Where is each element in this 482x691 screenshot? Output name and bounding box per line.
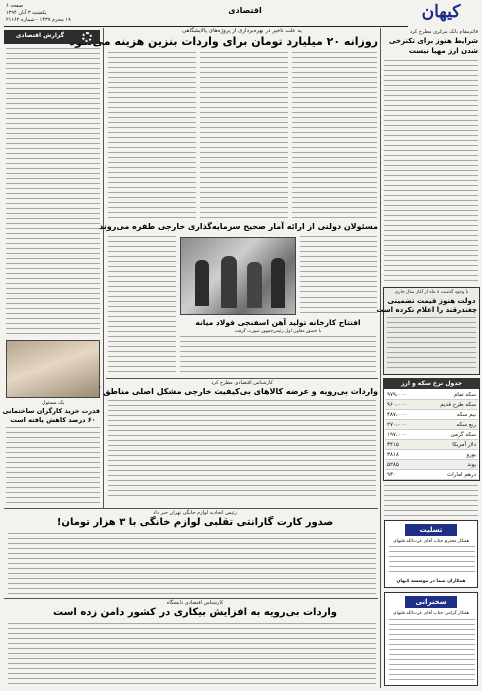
condolence-notice: تسلیت همکار محترم جناب آقای عزت‌الله قلی… xyxy=(384,520,478,588)
factory-opening-headline: افتتاح کارخانه تولید آهن اسفنجی فولاد می… xyxy=(195,318,361,327)
mid-rule-2 xyxy=(4,508,378,509)
main-kicker: به علت تاخیر در بهره‌برداری از پروژه‌های… xyxy=(182,28,302,34)
foreign-investment-col-2 xyxy=(108,236,176,376)
page-header: کیهان اقتصادی صفحه ۶ یکشنبه ۳ آبان ۱۳۹۴ … xyxy=(0,0,482,30)
coin-name-cell: سکه تمام xyxy=(419,390,478,400)
coin-name-cell: نیم سکه xyxy=(419,409,478,420)
sugarbeet-kicker: با وجود گذشت ۸ ماه از آغاز سال جاری xyxy=(394,290,469,295)
thanks-text: همکار گرامی جناب آقای عزت‌الله قلیهای xyxy=(392,611,470,616)
thanks-notice: سخنرانی همکار گرامی جناب آقای عزت‌الله ق… xyxy=(384,592,478,686)
issue-date: یکشنبه ۳ آبان ۱۳۹۴ xyxy=(6,10,47,16)
coin-price-cell: ۹۷۹،۰۰۰ xyxy=(385,390,420,400)
unemployment-kicker: کارشناس اقتصادی دانشگاه xyxy=(166,600,224,606)
sugarbeet-headline-1: دولت هنوز قیمت تضمینی xyxy=(387,297,476,305)
page-number: صفحه ۶ xyxy=(6,3,23,9)
construction-workers-photo xyxy=(6,340,100,398)
condolence-title: تسلیت xyxy=(405,524,457,536)
issue-date-hijri: ۱۹ محرم ۱۴۳۷ - شماره ۲۱۱۶۲ xyxy=(6,17,71,23)
main-article-col-1 xyxy=(292,52,377,222)
coin-name-cell: درهم امارات xyxy=(419,469,478,480)
workers-headline-1: قدرت خرید کارگران ساختمانی xyxy=(2,407,100,415)
coin-price-cell: ۲۷۰،۰۰۰ xyxy=(385,419,420,430)
sugarbeet-box: با وجود گذشت ۸ ماه از آغاز سال جاری دولت… xyxy=(376,287,480,375)
section-title: اقتصادی xyxy=(228,6,262,15)
coin-price-cell: ۱۹۷،۰۰۰ xyxy=(385,429,420,440)
thanks-title: سخنرانی xyxy=(405,596,457,608)
header-rule xyxy=(4,26,408,27)
workers-headline-2: ۶۰ درصد کاهش یافته است xyxy=(10,416,96,424)
gear-icon xyxy=(82,32,92,42)
right-kicker: قائم‌مقام بانک مرکزی مطرح کرد xyxy=(409,29,478,35)
foreign-investment-headline: مسئولان دولتی از ارائه آمار صحیح سرمایه‌… xyxy=(99,222,378,231)
coin-price-cell: ۳۸۱۸ xyxy=(385,449,420,460)
coin-price-cell: ۳۴۱۵ xyxy=(385,439,420,450)
main-article-col-3 xyxy=(108,52,196,222)
economic-report-band: گزارش اقتصادی xyxy=(4,30,100,44)
photo-figure-4 xyxy=(271,258,285,308)
mid-rule-1 xyxy=(106,378,378,379)
free-zones-text xyxy=(108,400,376,500)
condolence-signature: همکاران شما در موسسه کیهان xyxy=(396,579,466,584)
condolence-text: همکار محترم جناب آقای عزت‌الله قلیهای xyxy=(392,539,470,544)
unemployment-headline: واردات بی‌رویه به افزایش بیکاری در کشور … xyxy=(53,607,337,618)
newspaper-logo: کیهان xyxy=(421,2,461,22)
photo-figure-3 xyxy=(247,262,262,308)
coin-name-cell: یورو xyxy=(419,449,478,460)
right-headline: شرایط هنوز برای تکنرخی شدن ارز مهیا نیست xyxy=(388,37,478,55)
left-article-text xyxy=(6,48,100,336)
sugarbeet-text xyxy=(387,317,476,372)
economic-report-title: گزارش اقتصادی xyxy=(15,32,65,39)
warranty-text xyxy=(8,533,376,595)
coin-name-cell: دلار آمریکا xyxy=(419,439,478,450)
photo-figure-1 xyxy=(195,260,209,306)
coin-name-cell: سکه طرح قدیم xyxy=(419,399,478,410)
coin-name-cell: پوند xyxy=(419,459,478,470)
free-zones-headline: واردات بی‌رویه و عرضه کالاهای بی‌کیفیت خ… xyxy=(86,387,378,396)
unemployment-text xyxy=(8,623,376,687)
warranty-kicker: رئیس اتحادیه لوازم خانگی تهران خبر داد xyxy=(153,510,237,516)
workers-kicker: یک مسئول xyxy=(41,400,65,406)
photo-figure-2 xyxy=(221,256,237,308)
main-headline: روزانه ۲۰ میلیارد تومان برای واردات بنزی… xyxy=(69,35,378,48)
right-col-text-2 xyxy=(384,485,478,517)
mid-rule-3 xyxy=(4,598,378,599)
right-mid-text xyxy=(300,297,377,317)
warranty-headline: صدور کارت گارانتی تقلبی لوازم خانگی با ۳… xyxy=(56,517,334,528)
factory-opening-photo xyxy=(180,237,296,315)
coin-price-cell: ۴۸۷،۰۰۰ xyxy=(385,409,420,420)
coin-name-cell: ربع سکه xyxy=(419,419,478,430)
factory-opening-caption: با حضور معاون اول رئیس‌جمهور صورت گرفت xyxy=(234,329,322,334)
foreign-investment-col-1 xyxy=(300,236,377,294)
coin-name-cell: سکه گرمی xyxy=(419,429,478,440)
condolence-body xyxy=(389,546,475,576)
right-article-text xyxy=(384,60,478,285)
coin-price-cell: ۹۶۰،۰۰۰ xyxy=(385,399,420,410)
sugarbeet-headline-2: چغندرقند را اعلام نکرده است xyxy=(376,306,477,314)
column-rule-right xyxy=(380,28,381,688)
factory-opening-text xyxy=(180,336,376,376)
coin-price-cell: ۵۲۸۵ xyxy=(385,459,420,470)
column-rule-left xyxy=(103,28,104,508)
thanks-body xyxy=(389,619,475,681)
coin-price-cell: ۹۳۰ xyxy=(385,469,420,480)
free-zones-kicker: کارشناس اقتصادی مطرح کرد xyxy=(211,380,273,386)
workers-text xyxy=(6,427,100,505)
coin-table-title: جدول نرخ سکه و ارز xyxy=(384,379,479,389)
main-article-col-2 xyxy=(200,52,288,222)
